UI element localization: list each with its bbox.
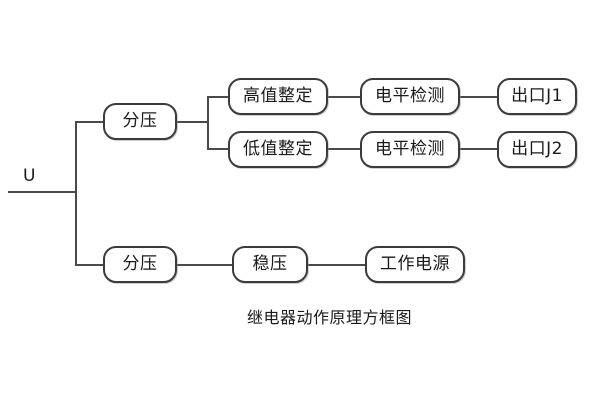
block-level-detect-2[interactable]: 电平检测 [360, 131, 460, 168]
wire-fork-to-low-setting [207, 148, 230, 150]
wire-regulator-to-work-supply [307, 264, 366, 266]
wire-low-setting-to-level-detect-2 [327, 148, 361, 150]
block-output-j1[interactable]: 出口J1 [497, 78, 577, 115]
wire-bus-to-bottom-divider [75, 264, 105, 266]
block-regulator[interactable]: 稳压 [232, 246, 308, 283]
wire-bus-to-top-divider [75, 121, 105, 123]
block-low-setting[interactable]: 低值整定 [228, 131, 328, 168]
wire-level-detect-2-to-output-j2 [459, 148, 498, 150]
wire-fork-vertical [207, 96, 209, 150]
block-divider-bottom[interactable]: 分压 [103, 246, 177, 283]
block-divider-top[interactable]: 分压 [103, 103, 177, 140]
block-level-detect-1[interactable]: 电平检测 [360, 78, 460, 115]
wire-bottom-divider-to-regulator [176, 264, 233, 266]
wire-fork-to-high-setting [207, 96, 230, 98]
diagram-caption: 继电器动作原理方框图 [247, 308, 413, 327]
wire-high-setting-to-level-detect-1 [327, 96, 361, 98]
block-output-j2[interactable]: 出口J2 [497, 131, 577, 168]
wire-divider-to-fork [176, 121, 209, 123]
block-high-setting[interactable]: 高值整定 [228, 78, 328, 115]
wire-level-detect-1-to-output-j1 [459, 96, 498, 98]
block-work-supply[interactable]: 工作电源 [365, 246, 465, 283]
wire-input-lead [8, 191, 77, 193]
input-label-u: U [23, 166, 36, 186]
wire-main-bus [75, 121, 77, 266]
